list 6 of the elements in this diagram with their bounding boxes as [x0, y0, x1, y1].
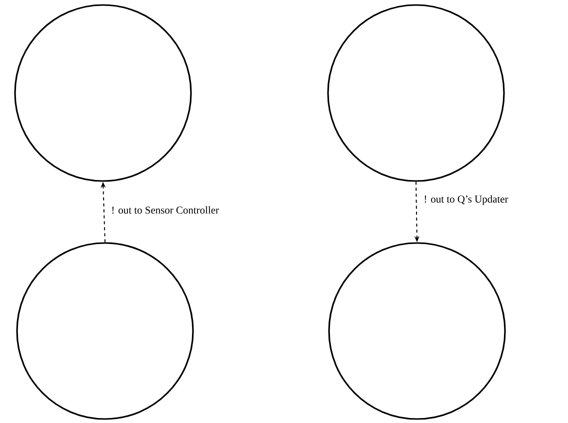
- edge-label: ! out to Q’s Updater: [422, 194, 510, 206]
- edge-label: ! out to Sensor Controller: [110, 205, 220, 215]
- circle: [14, 4, 192, 182]
- circle: [327, 4, 505, 182]
- circle: [328, 242, 506, 420]
- circle: [16, 242, 194, 420]
